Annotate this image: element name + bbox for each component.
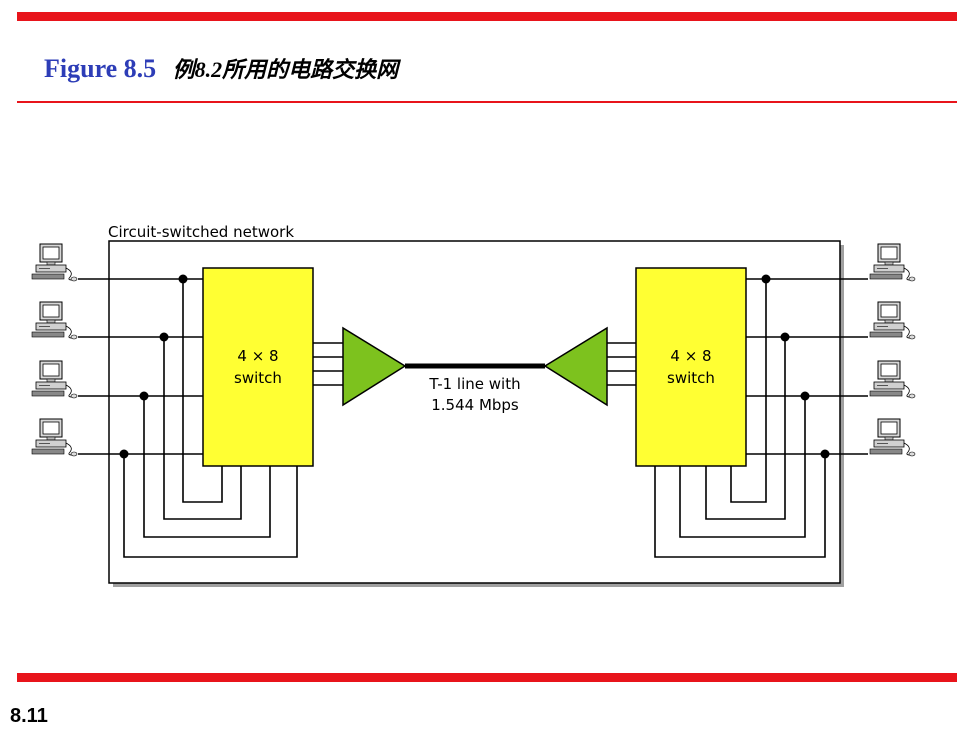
left-multiplexer <box>342 326 407 407</box>
title-underline <box>17 101 957 103</box>
page-number: 8.11 <box>10 705 48 727</box>
computer-icon <box>869 360 916 399</box>
figure-label: Figure 8.5 <box>44 54 157 83</box>
network-label: Circuit-switched network <box>108 223 294 241</box>
left-switch-label-2: switch <box>234 369 282 387</box>
junction-dot <box>178 274 188 284</box>
junction-dot <box>139 391 149 401</box>
junction-dot <box>159 332 169 342</box>
right-switch-label-2: switch <box>667 369 715 387</box>
junction-dot <box>119 449 129 459</box>
trunk-label-2: 1.544 Mbps <box>431 396 519 414</box>
junction-dot <box>780 332 790 342</box>
slide-title: Figure 8.5 例8.2所用的电路交换网 <box>44 52 398 84</box>
computer-icon <box>31 243 78 282</box>
junction-dot <box>761 274 771 284</box>
top-red-bar <box>17 12 957 21</box>
right-switch-label-1: 4 × 8 <box>670 347 711 365</box>
junction-dot <box>820 449 830 459</box>
left-switch <box>202 267 314 467</box>
computer-icon <box>869 243 916 282</box>
junction-dot <box>800 391 810 401</box>
trunk-label-1: T-1 line with <box>428 375 520 393</box>
bottom-red-bar <box>17 673 957 682</box>
computer-icon <box>869 301 916 340</box>
computer-icon <box>31 301 78 340</box>
computer-icon <box>31 360 78 399</box>
computer-icon <box>31 418 78 457</box>
right-switch <box>635 267 747 467</box>
left-switch-label-1: 4 × 8 <box>237 347 278 365</box>
right-multiplexer <box>543 326 608 407</box>
figure-caption: 例8.2所用的电路交换网 <box>172 57 399 82</box>
computer-icon <box>869 418 916 457</box>
